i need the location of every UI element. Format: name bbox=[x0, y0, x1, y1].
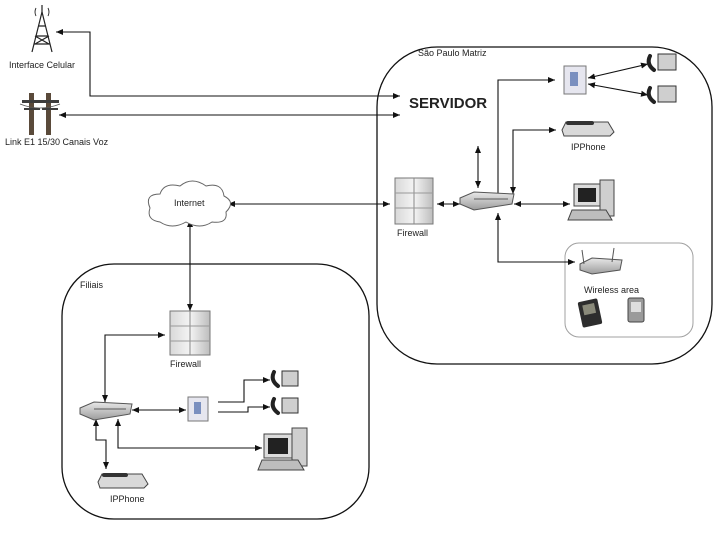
tower-label: Interface Celular bbox=[9, 60, 75, 70]
line-switch-ipphone bbox=[510, 127, 556, 194]
ipphone-filiais-label: IPPhone bbox=[110, 494, 145, 504]
ipphone-matriz-label: IPPhone bbox=[571, 142, 606, 152]
line-switch-ap bbox=[495, 213, 575, 265]
network-switch-icon bbox=[459, 191, 515, 211]
utility-pole-icon bbox=[19, 93, 61, 135]
firewall-filiais-label: Firewall bbox=[170, 359, 201, 369]
line-pbx-phone2-filiais bbox=[218, 404, 270, 413]
ipphone-icon bbox=[97, 473, 149, 489]
region-wireless bbox=[564, 242, 694, 338]
desktop-computer-icon bbox=[257, 427, 308, 471]
wireless-access-point-icon bbox=[579, 247, 623, 275]
line-switch-pc-filiais bbox=[115, 419, 262, 451]
region-filiais bbox=[61, 263, 370, 520]
pbx-icon bbox=[563, 65, 587, 95]
firewall-icon bbox=[394, 177, 434, 225]
filiais-label: Filiais bbox=[80, 280, 104, 290]
firewall-matriz-label: Firewall bbox=[397, 228, 428, 238]
connections bbox=[56, 29, 649, 469]
firewall-icon bbox=[169, 310, 211, 356]
line-pbx-phone1-filiais bbox=[218, 377, 270, 403]
phone-icon bbox=[646, 53, 677, 72]
phone-icon bbox=[270, 370, 299, 388]
pbx-icon bbox=[187, 396, 209, 422]
ipphone-icon bbox=[561, 121, 615, 137]
line-pbx-phone1 bbox=[587, 62, 649, 80]
phone-icon bbox=[270, 397, 299, 415]
line-switch-ipphone-filiais bbox=[93, 419, 109, 469]
matriz-label: São Paulo Matriz bbox=[418, 48, 487, 58]
line-switch-pbx bbox=[497, 77, 555, 194]
e1-label: Link E1 15/30 Canais Voz bbox=[5, 137, 109, 147]
pda-device-icon bbox=[577, 298, 603, 328]
line-tower-servidor bbox=[56, 29, 400, 99]
line-firewall-switch-filiais bbox=[102, 332, 165, 402]
internet-cloud-icon bbox=[147, 180, 231, 227]
cell-tower-icon bbox=[31, 5, 53, 53]
servidor-label: SERVIDOR bbox=[409, 95, 487, 112]
wireless-label: Wireless area bbox=[584, 285, 639, 295]
desktop-computer-icon bbox=[567, 179, 615, 221]
internet-label: Internet bbox=[174, 198, 205, 208]
network-switch-icon bbox=[79, 401, 133, 421]
phone-icon bbox=[646, 85, 677, 104]
line-pbx-phone2 bbox=[587, 82, 649, 97]
pda-device-icon bbox=[627, 297, 645, 323]
